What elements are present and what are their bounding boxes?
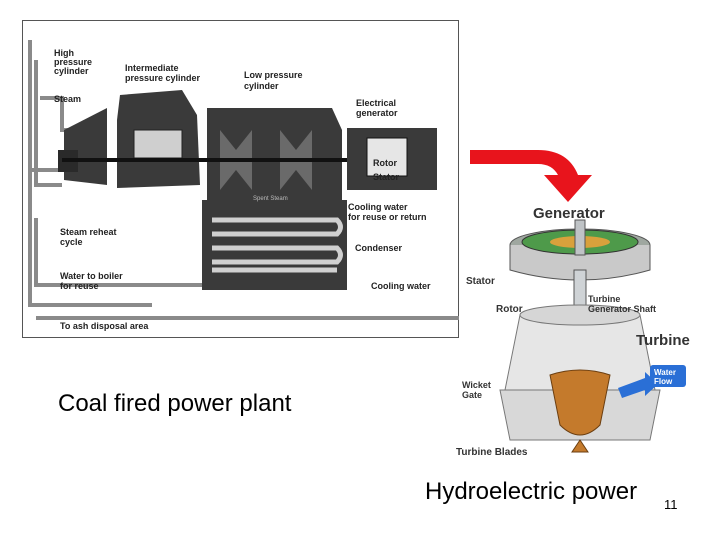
- hydro-turbine-diagram: Generator Stator Rotor Turbine Generator…: [456, 205, 690, 458]
- svg-text:Steam reheat: Steam reheat: [60, 227, 117, 237]
- svg-text:Turbine: Turbine: [588, 294, 620, 304]
- label-stator: Stator: [373, 172, 400, 182]
- hydro-caption: Hydroelectric power: [425, 478, 638, 505]
- svg-text:Stator: Stator: [466, 276, 495, 287]
- svg-text:Cooling water: Cooling water: [371, 281, 431, 291]
- label-wicket-1: Wicket: [462, 380, 491, 390]
- svg-text:Wicket: Wicket: [462, 380, 491, 390]
- svg-text:Electrical: Electrical: [356, 98, 396, 108]
- turbine-housing: [58, 90, 437, 290]
- label-generator: Generator: [533, 205, 605, 222]
- svg-text:Generator: Generator: [533, 205, 605, 222]
- svg-text:To ash disposal area: To ash disposal area: [60, 321, 149, 331]
- svg-text:Condenser: Condenser: [355, 243, 403, 253]
- svg-text:cylinder: cylinder: [244, 81, 279, 91]
- svg-text:Stator: Stator: [373, 172, 400, 182]
- steam-pipes: [28, 40, 459, 320]
- label-electrical-2: generator: [356, 108, 398, 118]
- coal-caption: Coal fired power plant: [58, 390, 292, 417]
- page-number: 11: [664, 497, 678, 512]
- label-water-1: Water: [654, 368, 676, 377]
- label-rotor: Rotor: [496, 304, 523, 315]
- svg-text:Rotor: Rotor: [496, 304, 523, 315]
- label-cooling-reuse-1: Cooling water: [348, 202, 408, 212]
- svg-text:Water to boiler: Water to boiler: [60, 271, 123, 281]
- svg-text:Steam: Steam: [54, 94, 81, 104]
- svg-text:for reuse or return: for reuse or return: [348, 212, 427, 222]
- svg-text:Spent Steam: Spent Steam: [253, 196, 288, 202]
- label-high-pressure-3: cylinder: [54, 66, 89, 76]
- label-condenser: Condenser: [355, 243, 403, 253]
- label-low-pressure-1: Low pressure: [244, 70, 303, 80]
- svg-text:cylinder: cylinder: [54, 66, 89, 76]
- label-cooling-water: Cooling water: [371, 281, 431, 291]
- label-water-boiler-1: Water to boiler: [60, 271, 123, 281]
- coal-plant-diagram: High pressure cylinder Intermediate pres…: [22, 20, 459, 338]
- label-water-boiler-2: for reuse: [60, 281, 99, 291]
- svg-text:High: High: [54, 48, 74, 58]
- svg-text:pressure: pressure: [54, 57, 92, 67]
- generator-assembly: [509, 219, 651, 281]
- label-electrical-1: Electrical: [356, 98, 396, 108]
- svg-text:pressure cylinder: pressure cylinder: [125, 73, 201, 83]
- label-turbine: Turbine: [636, 332, 690, 349]
- svg-text:Low pressure: Low pressure: [244, 70, 303, 80]
- label-turbine-blades: Turbine Blades: [456, 447, 528, 458]
- turbine-runner: [549, 369, 611, 453]
- label-stator: Stator: [466, 276, 495, 287]
- svg-text:Cooling water: Cooling water: [348, 202, 408, 212]
- water-flow-badge: [650, 365, 686, 387]
- svg-text:for reuse: for reuse: [60, 281, 99, 291]
- coal-labels: High pressure cylinder Intermediate pres…: [54, 48, 431, 331]
- label-high-pressure-1: High: [54, 48, 74, 58]
- svg-text:Intermediate: Intermediate: [125, 63, 179, 73]
- svg-text:generator: generator: [356, 108, 398, 118]
- label-steam-reheat-1: Steam reheat: [60, 227, 117, 237]
- label-steam: Steam: [54, 94, 81, 104]
- label-shaft-1: Turbine: [588, 294, 620, 304]
- label-spent-steam: Spent Steam: [253, 196, 288, 202]
- svg-text:Gate: Gate: [462, 390, 482, 400]
- svg-text:Turbine Blades: Turbine Blades: [456, 447, 528, 458]
- label-intermediate-2: pressure cylinder: [125, 73, 201, 83]
- red-curved-arrow: [470, 150, 592, 202]
- label-cooling-reuse-2: for reuse or return: [348, 212, 427, 222]
- label-wicket-2: Gate: [462, 390, 482, 400]
- label-rotor: Rotor: [373, 158, 397, 168]
- svg-text:Water: Water: [654, 368, 676, 377]
- svg-text:Flow: Flow: [654, 377, 673, 386]
- svg-text:Generator Shaft: Generator Shaft: [588, 304, 656, 314]
- svg-text:Turbine: Turbine: [636, 332, 690, 349]
- svg-text:cycle: cycle: [60, 237, 83, 247]
- label-steam-reheat-2: cycle: [60, 237, 83, 247]
- water-flow-arrow: [618, 372, 658, 398]
- label-low-pressure-2: cylinder: [244, 81, 279, 91]
- label-water-2: Flow: [654, 377, 673, 386]
- label-shaft-2: Generator Shaft: [588, 304, 656, 314]
- svg-text:Rotor: Rotor: [373, 158, 397, 168]
- label-high-pressure-2: pressure: [54, 57, 92, 67]
- label-intermediate-1: Intermediate: [125, 63, 179, 73]
- hydro-labels: Generator Stator Rotor Turbine Generator…: [456, 205, 690, 458]
- label-ash-disposal: To ash disposal area: [60, 321, 149, 331]
